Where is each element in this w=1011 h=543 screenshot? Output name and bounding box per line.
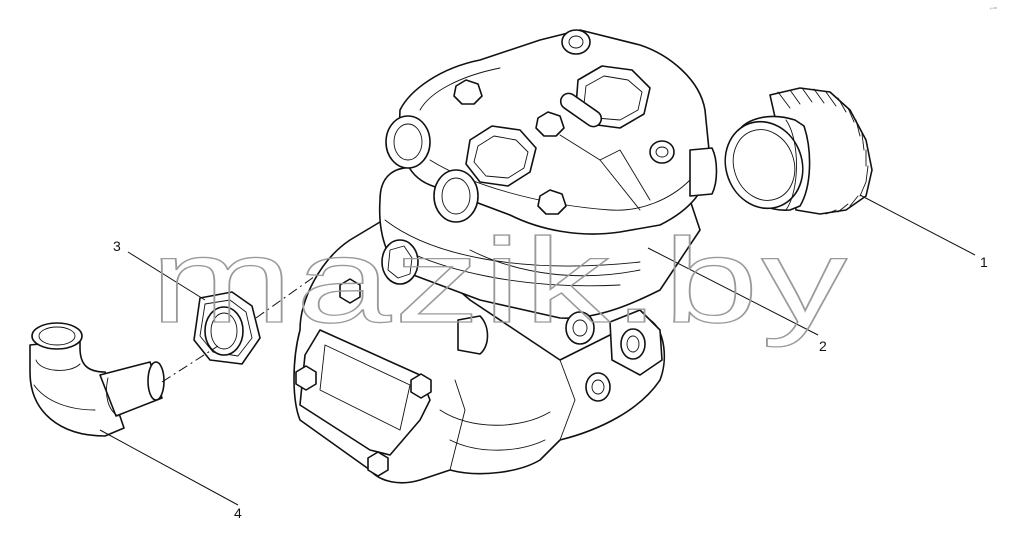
cover-bolts <box>295 278 432 477</box>
elbow-pipe-part-4 <box>29 322 165 437</box>
watermark-text: mazik.by <box>150 214 850 348</box>
leader-3 <box>127 251 206 301</box>
callout-3: 3 <box>113 238 121 254</box>
helical-gear-part-1 <box>724 87 873 215</box>
corner-mark: ⌐= <box>990 6 998 12</box>
callout-1: 1 <box>980 254 988 270</box>
compressor-body-part-2 <box>293 29 718 484</box>
leader-4 <box>99 429 239 506</box>
callout-2: 2 <box>819 338 827 354</box>
hex-nut-part-3 <box>193 291 261 365</box>
leader-lines <box>99 194 976 506</box>
leader-1 <box>859 194 976 256</box>
leader-2 <box>647 247 819 336</box>
callout-4: 4 <box>234 505 242 521</box>
